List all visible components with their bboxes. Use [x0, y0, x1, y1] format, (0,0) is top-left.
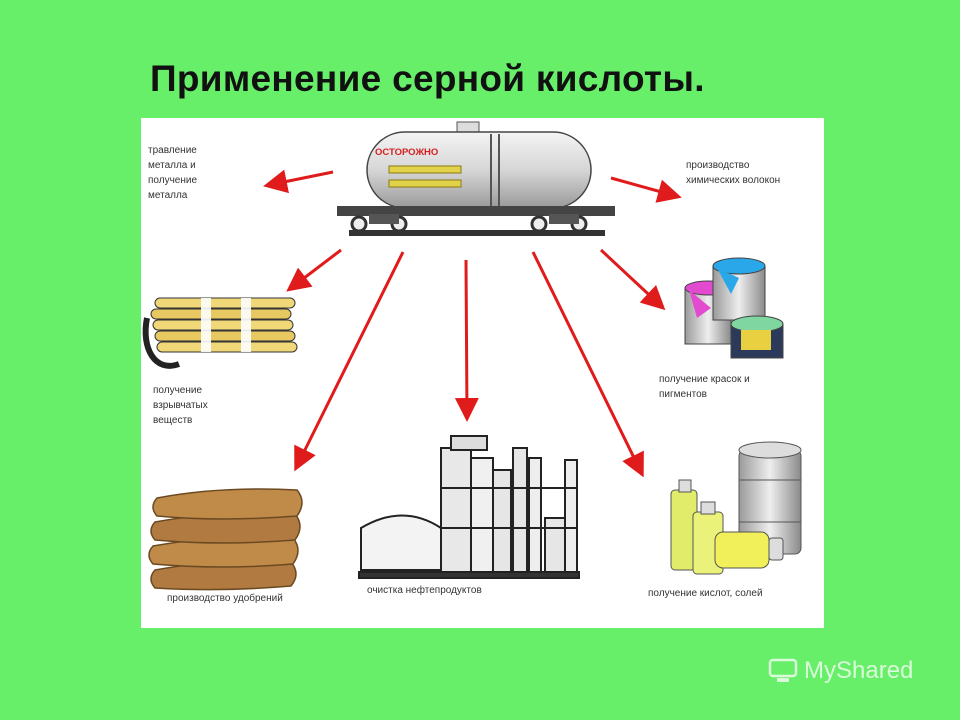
refinery-icon	[358, 435, 580, 579]
paint-cans-icon	[684, 257, 784, 359]
tank-car-icon	[337, 121, 615, 236]
dynamite-icon	[142, 297, 298, 369]
diagram-panel: ОСТОРОЖНО	[141, 118, 824, 628]
label-oil-refining: очистка нефтепродуктов	[367, 585, 482, 596]
arrow-fertilizers	[294, 251, 405, 472]
label-fertilizers: производство удобрений	[167, 593, 283, 604]
arrow-explosives	[286, 248, 342, 292]
arrow-paints	[599, 248, 666, 311]
tank-warning-label: ОСТОРОЖНО	[375, 147, 438, 158]
arrow-fibers	[610, 176, 682, 203]
label-paints-pigments: получение красок и пигментов	[659, 374, 750, 400]
arrow-acids	[531, 251, 644, 478]
label-metal-etching: травление металла и получение металла	[148, 145, 198, 201]
bottles-barrels-icon	[670, 441, 802, 575]
slide-title: Применение серной кислоты.	[150, 58, 705, 99]
diagram-art: ОСТОРОЖНО	[142, 121, 802, 591]
label-explosives: получение взрывчатых веществ	[153, 385, 208, 426]
arrows	[263, 169, 682, 478]
label-acids-salts: получение кислот, солей	[648, 588, 763, 599]
label-chemical-fibers: производство химических волокон	[686, 160, 781, 186]
fertilizer-bags-icon	[148, 488, 303, 591]
watermark-logo-icon	[768, 658, 798, 682]
arrow-metal	[263, 169, 334, 194]
watermark-text: MyShared	[804, 657, 914, 684]
watermark: MyShared	[768, 657, 913, 685]
arrow-oil	[454, 259, 479, 422]
